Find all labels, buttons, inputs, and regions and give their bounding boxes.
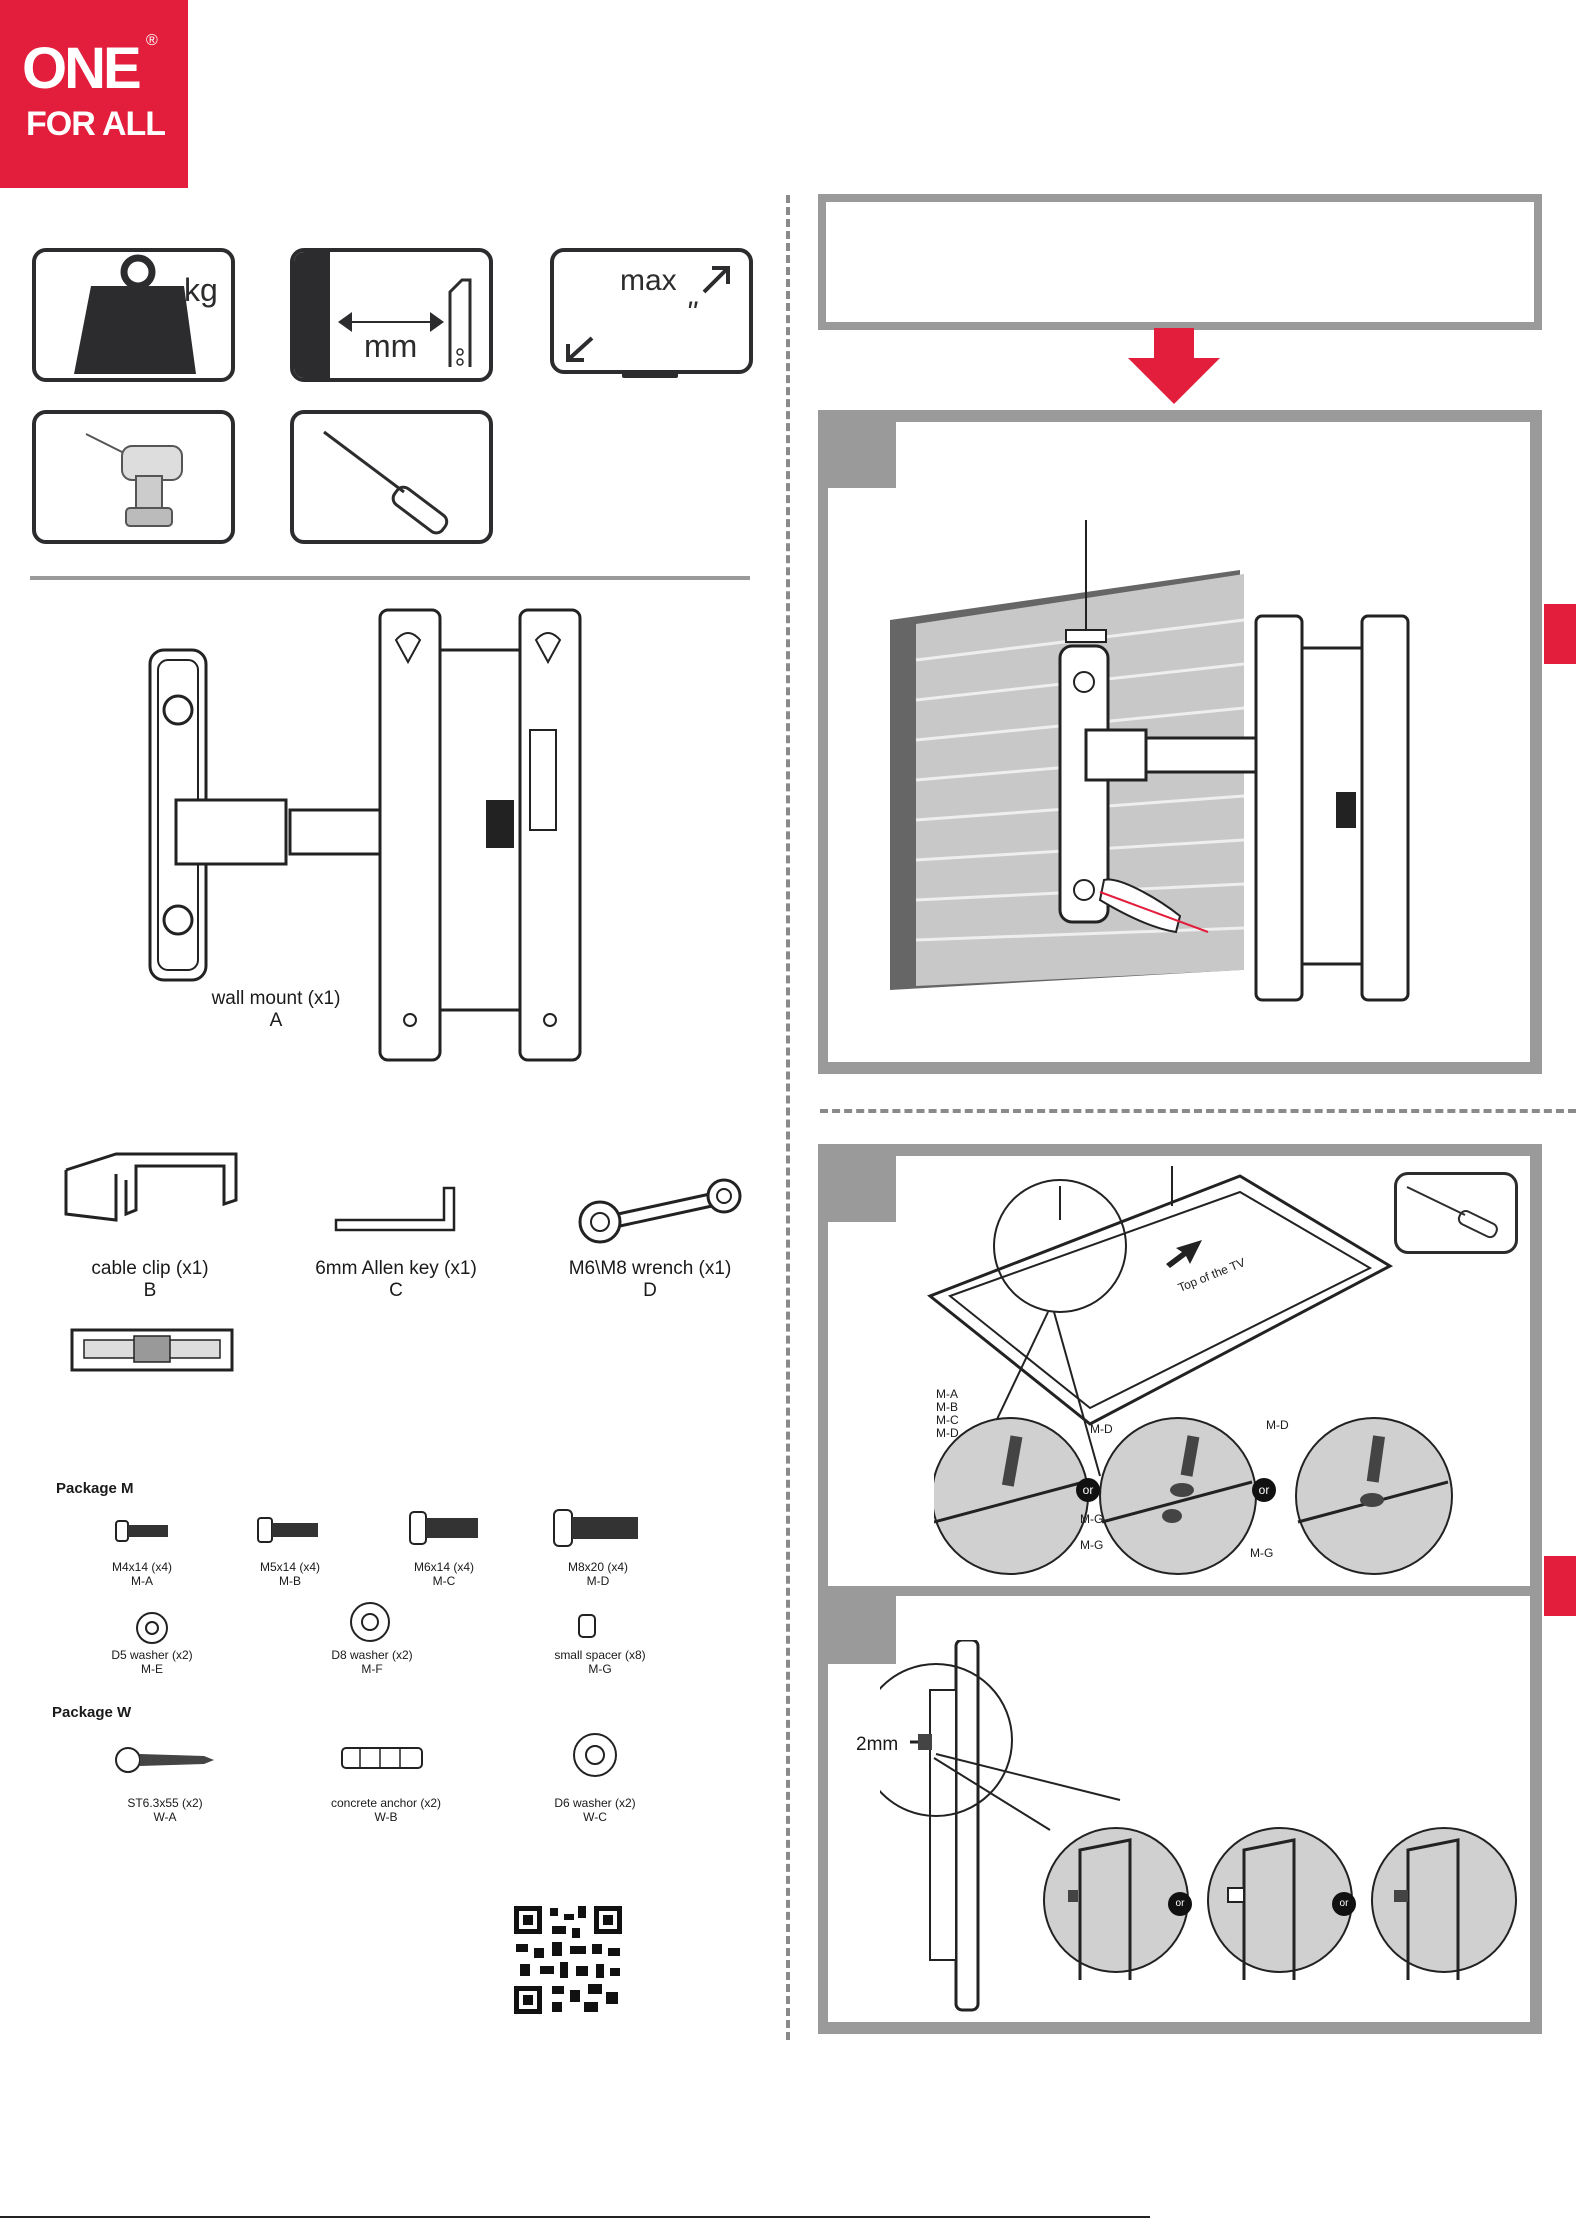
footer-line xyxy=(0,2216,1150,2218)
part-m-b-label: M5x14 (x4)M-B xyxy=(259,1560,321,1588)
package-w-title: Package W xyxy=(52,1704,132,1721)
part-m-e-label: D5 washer (x2)M-E xyxy=(111,1648,193,1676)
weight-unit: kg xyxy=(184,272,218,308)
logo-line2: FOR ALL xyxy=(26,105,166,143)
wall-mount-label: wall mount (x1) A xyxy=(211,988,341,1031)
mg-label-2: M-G xyxy=(1080,1538,1104,1552)
washer-m-f-icon xyxy=(350,1602,390,1642)
part-m-f-label: D8 washer (x2)M-F xyxy=(331,1648,413,1676)
gap-label: 2mm xyxy=(856,1734,899,1755)
wall-installation-drawing xyxy=(890,520,1410,1002)
washer-m-e-icon xyxy=(136,1612,168,1644)
screw-m-c-icon xyxy=(409,1511,478,1545)
or-badge-4: or xyxy=(1332,1892,1356,1916)
part-m-c-label: M6x14 (x4)M-C xyxy=(413,1560,475,1588)
screw-options-list: M-A M-B M-C M-D xyxy=(936,1387,959,1440)
step-divider xyxy=(820,1109,1576,1113)
screen-inch-mark: " xyxy=(686,296,697,329)
column-divider xyxy=(786,195,790,2040)
part-m-a-label: M4x14 (x4)M-A xyxy=(111,1560,173,1588)
or-badge-2: or xyxy=(1252,1478,1276,1502)
part-w-a-label: ST6.3x55 (x2)W-A xyxy=(127,1796,203,1824)
screw-detail-circles xyxy=(934,1417,1257,1575)
mg-label-3: M-G xyxy=(1250,1546,1274,1560)
part-w-c-label: D6 washer (x2)W-C xyxy=(554,1796,636,1824)
wrench-label: M6\M8 wrench (x1) D xyxy=(568,1258,732,1301)
spacing-unit: mm xyxy=(364,328,418,364)
spirit-level-icon xyxy=(70,1328,234,1372)
tv-side-gap-drawing xyxy=(880,1640,1517,2012)
mg-label-1: M-G xyxy=(1080,1512,1104,1526)
mounting-depth-box: mm xyxy=(290,248,493,382)
screw-m-b-icon xyxy=(257,1517,318,1543)
md-label-1: M-D xyxy=(1090,1422,1113,1436)
screen-size-box: max " xyxy=(550,248,753,374)
part-m-g-label: small spacer (x8)M-G xyxy=(554,1648,646,1676)
or-badge-1: or xyxy=(1076,1478,1100,1502)
cable-clip-label: cable clip (x1) B xyxy=(91,1258,209,1301)
section-divider xyxy=(30,576,750,580)
weight-icon xyxy=(74,254,196,374)
side-tab-1 xyxy=(1544,604,1576,664)
screw-m-d-icon xyxy=(553,1509,638,1547)
screwdriver-icon xyxy=(323,430,449,535)
screw-w-a-icon xyxy=(115,1747,214,1773)
cable-clip-drawing xyxy=(64,1152,238,1222)
washer-w-c-icon xyxy=(573,1733,617,1777)
anchor-w-b-icon xyxy=(341,1747,423,1769)
or-badge-3: or xyxy=(1168,1892,1192,1916)
part-w-b-label: concrete anchor (x2)W-B xyxy=(330,1796,442,1824)
screwdriver-icon xyxy=(1406,1186,1498,1239)
qr-code[interactable] xyxy=(512,1904,624,2016)
side-tab-2 xyxy=(1544,1556,1576,1616)
screen-stand xyxy=(622,370,678,378)
weight-capacity-box: kg xyxy=(32,248,235,382)
tv-back-drawing xyxy=(927,1166,1394,1477)
screen-max-label: max xyxy=(620,264,677,297)
package-m-title: Package M xyxy=(56,1480,134,1497)
spacer-m-g-icon xyxy=(578,1614,596,1638)
screw-detail-circle-3 xyxy=(1295,1417,1453,1575)
allen-key-label: 6mm Allen key (x1) C xyxy=(315,1258,477,1301)
drill-box xyxy=(32,410,235,544)
registered-mark: ® xyxy=(146,32,158,49)
wall-mount-drawing xyxy=(148,608,582,1062)
screwdriver-box xyxy=(290,410,493,544)
allen-key-drawing xyxy=(334,1186,456,1232)
part-m-d-label: M8x20 (x4)M-D xyxy=(567,1560,629,1588)
brand-logo: ® ONE FOR ALL xyxy=(0,0,188,188)
instruction-heading-box xyxy=(818,194,1542,330)
logo-line1: ONE xyxy=(22,36,142,101)
drill-icon xyxy=(85,433,183,527)
screwdriver-tool-box xyxy=(1394,1172,1518,1254)
wrench-drawing xyxy=(578,1178,742,1244)
down-arrow-icon xyxy=(1128,328,1220,404)
screw-m-a-icon xyxy=(115,1520,168,1542)
depth-icon xyxy=(338,278,472,367)
md-label-2: M-D xyxy=(1266,1418,1289,1432)
diagonal-arrows-icon xyxy=(566,266,730,362)
